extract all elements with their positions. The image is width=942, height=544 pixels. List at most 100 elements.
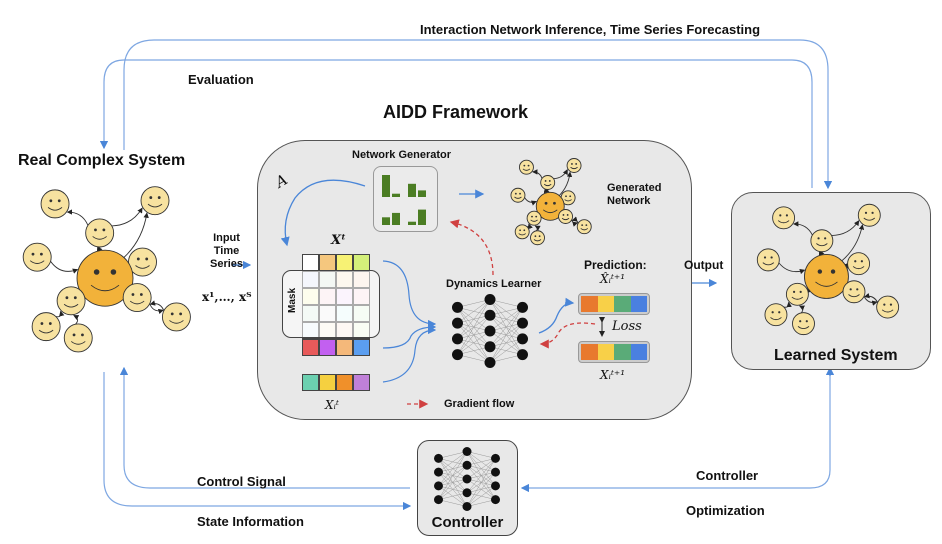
nn-neuron	[484, 357, 496, 368]
matrix-cell	[302, 254, 319, 271]
node-face	[140, 186, 170, 216]
target-symbol: Xᵢᵗ⁺¹	[600, 368, 626, 382]
nn-edge	[489, 354, 523, 363]
matrix-cell	[319, 339, 336, 356]
node-face	[772, 206, 796, 230]
matrix-cell	[302, 374, 319, 391]
hub-node-face	[76, 249, 134, 307]
nn-edge	[457, 299, 491, 324]
node-face	[161, 302, 191, 332]
nn-neuron	[517, 333, 528, 345]
generator-bar	[382, 217, 390, 225]
nn-neuron	[517, 349, 528, 361]
node-face	[530, 230, 545, 246]
nn-edge	[466, 471, 496, 507]
bar-segment	[597, 296, 614, 312]
nn-edge	[438, 451, 468, 473]
node-face	[847, 252, 871, 276]
node-face	[122, 283, 152, 313]
network-edge	[778, 262, 806, 275]
node-face	[540, 175, 556, 190]
node-face	[31, 312, 61, 342]
network-edge	[783, 301, 792, 308]
bar-segment	[597, 344, 614, 360]
generated-network-label: Generated Network	[607, 182, 661, 208]
network-edge	[571, 216, 579, 224]
nn-edge	[438, 451, 468, 500]
loss-gradient-arrow	[539, 322, 596, 349]
matrix-cell	[302, 339, 319, 356]
nn-edge	[438, 451, 468, 459]
node-face	[756, 248, 780, 272]
network-edge	[73, 315, 80, 325]
network-edge	[55, 310, 65, 318]
matrix-cell	[336, 374, 353, 391]
generator-bar	[418, 190, 426, 197]
generator-bar	[418, 209, 426, 225]
adjacency-arrow	[280, 179, 366, 247]
node-state-symbol: Xᵢᵗ	[325, 398, 339, 412]
node-face	[857, 203, 881, 227]
dynamics-learner-network[interactable]	[450, 292, 530, 370]
node-face	[876, 295, 900, 319]
generator-bar	[392, 193, 400, 197]
nn-edge	[457, 299, 491, 355]
nn-edge	[466, 458, 496, 480]
node-face	[510, 187, 526, 203]
network-label-line: Network	[607, 195, 651, 207]
hub-node-face	[535, 191, 565, 221]
network-edge	[863, 296, 878, 306]
learned-system-title: Learned System	[774, 347, 898, 364]
node-face	[764, 303, 788, 327]
nn-edge	[466, 458, 496, 507]
nn-neuron	[484, 294, 496, 305]
matrix-cell	[336, 339, 353, 356]
bar-segment	[630, 296, 647, 312]
node-face	[56, 286, 86, 316]
matrix-top-to-learner	[382, 260, 437, 329]
nn-neuron	[462, 447, 472, 456]
nn-edge	[466, 451, 496, 459]
node-face	[566, 158, 582, 173]
loss-label: Loss	[612, 319, 642, 334]
bar-segment	[614, 344, 631, 360]
control-signal-line	[119, 366, 410, 489]
learned-system-network	[756, 203, 900, 336]
network-edge	[792, 221, 813, 236]
nn-edge	[438, 499, 468, 507]
optimization-label: Optimization	[686, 503, 765, 518]
nn-neuron	[434, 467, 443, 477]
gradient-to-generator-arrow	[449, 219, 494, 276]
network-edge	[799, 305, 806, 314]
nn-edge	[438, 465, 468, 500]
controller-box[interactable]: Controller	[417, 440, 518, 536]
nn-edge	[457, 315, 491, 355]
node-face	[85, 218, 115, 248]
network-generator-box[interactable]	[373, 166, 438, 232]
network-edge	[524, 197, 537, 206]
generated-label-line: Generated	[607, 182, 662, 194]
generator-bars	[382, 175, 426, 225]
evaluation-label: Evaluation	[188, 72, 254, 87]
real-system-network	[22, 186, 191, 353]
forecasting-loop-line	[123, 39, 833, 190]
nn-neuron	[484, 341, 496, 353]
matrix-cell	[319, 254, 336, 271]
state-matrix-symbol: Xᵗ	[331, 233, 346, 248]
nn-edge	[489, 307, 523, 316]
node-face	[40, 189, 70, 219]
nn-neuron	[491, 495, 500, 505]
node-face	[519, 159, 534, 175]
state-information-label: State Information	[197, 514, 304, 529]
nn-neuron	[452, 301, 463, 313]
node-face	[514, 224, 530, 240]
framework-title: AIDD Framework	[383, 102, 529, 122]
bar-segment	[581, 344, 598, 360]
matrix-cell	[336, 254, 353, 271]
prediction-symbol: X̂ᵢᵗ⁺¹	[600, 272, 626, 286]
gradient-flow-legend: Gradient flow	[444, 398, 515, 410]
nn-edge	[489, 338, 523, 363]
nn-neuron	[434, 481, 443, 491]
framework-arrows	[280, 179, 605, 409]
